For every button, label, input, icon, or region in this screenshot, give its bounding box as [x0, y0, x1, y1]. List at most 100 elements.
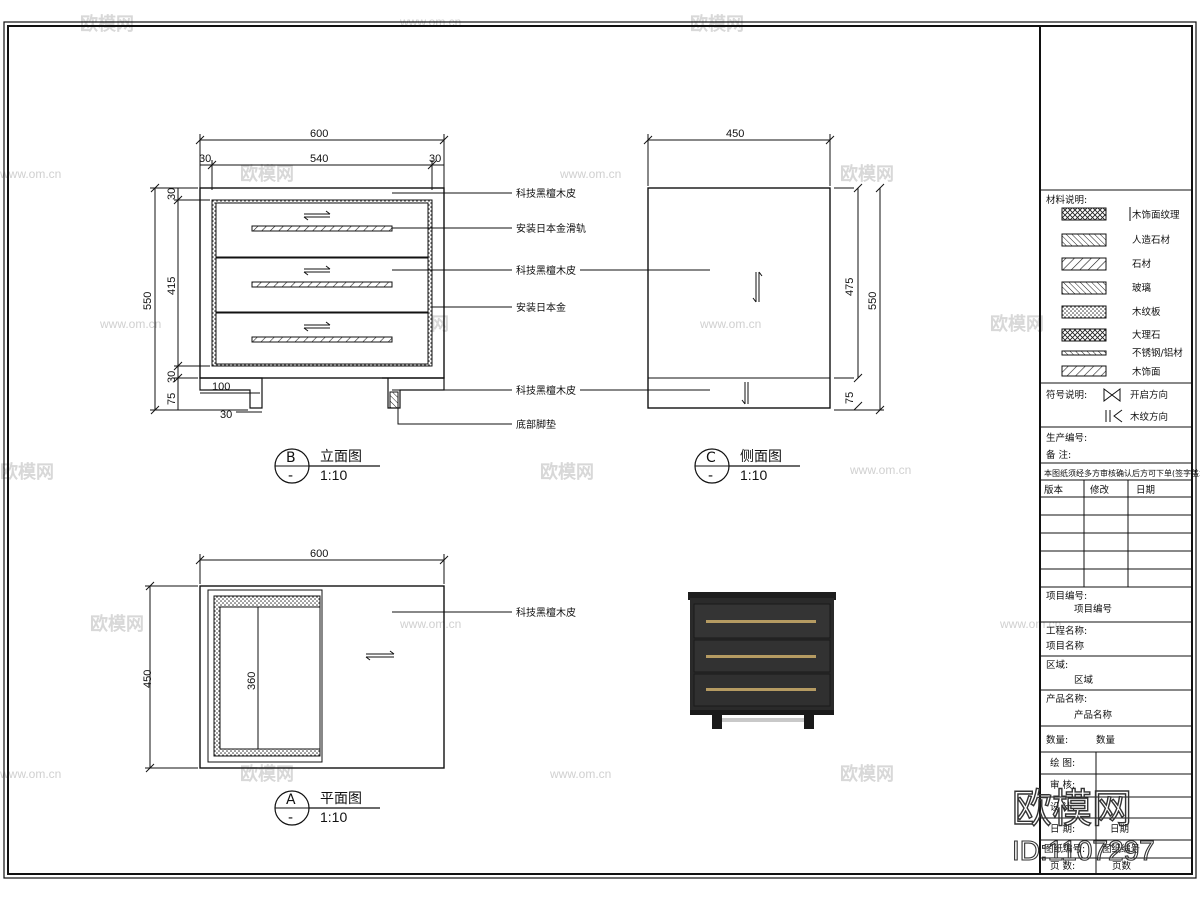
date-label: 日 期:	[1050, 824, 1075, 835]
label-panel-front: 科技黑檀木皮	[516, 264, 576, 277]
watermark-brand: 欧模网	[690, 13, 744, 35]
label-panel-base: 科技黑檀木皮	[516, 384, 576, 397]
material-item: 不锈钢/铝材	[1132, 347, 1183, 359]
watermark-url: www.om.cn	[99, 317, 161, 331]
dim-plan-inner: 360	[246, 672, 258, 690]
material-item: 木饰面纹理	[1132, 209, 1180, 221]
rev-header: 日期	[1136, 485, 1155, 496]
area-label: 区域:	[1046, 659, 1068, 671]
dim-elev-leg-offset: 30	[220, 409, 232, 421]
outer-border	[3, 21, 1197, 879]
product: 产品名称	[1074, 709, 1113, 721]
dim-elev-side-right: 30	[429, 153, 441, 165]
watermark-url: www.om.cn	[849, 463, 911, 477]
area: 区域	[1074, 674, 1094, 686]
watermark-brand: 欧模网	[840, 163, 894, 185]
elevation-view	[150, 134, 512, 425]
design-label: 设 计:	[1050, 801, 1075, 813]
dim-side-height: 550	[867, 292, 879, 310]
project-no-label: 项目编号:	[1046, 590, 1087, 602]
drawing-no: 图纸编号	[1102, 843, 1140, 855]
view-title-elevation: B - 立面图 1:10	[274, 448, 380, 484]
label-panel-top: 科技黑檀木皮	[516, 187, 576, 200]
symbol-item: 木纹方向	[1130, 411, 1168, 423]
view-scale: 1:10	[320, 809, 347, 825]
view-sub: -	[708, 468, 713, 484]
watermark-brand: 欧模网	[990, 313, 1044, 335]
project-name-label: 工程名称:	[1046, 625, 1087, 637]
view-letter: A	[286, 792, 296, 808]
review-label: 审 核:	[1050, 779, 1075, 791]
view-title-plan: A - 平面图 1:10	[274, 790, 380, 826]
view-scale: 1:10	[320, 467, 347, 483]
product-label: 产品名称:	[1046, 693, 1087, 705]
page-label: 页 数:	[1050, 860, 1075, 872]
dim-elev-width: 600	[310, 128, 328, 140]
watermark-url: www.om.cn	[699, 317, 761, 331]
rev-header: 修改	[1090, 484, 1110, 496]
product-render	[688, 592, 836, 729]
watermark-url: www.om.cn	[559, 167, 621, 181]
qty: 数量	[1096, 734, 1116, 746]
watermark-brand: 欧模网	[840, 763, 894, 785]
side-dimensions: 450 550 475 75	[726, 128, 879, 404]
material-item: 玻璃	[1132, 282, 1151, 294]
plan-view	[145, 554, 512, 773]
project-name: 项目名称	[1046, 640, 1085, 652]
watermark-brand: 欧模网	[240, 163, 294, 185]
drawn-label: 绘 图:	[1050, 757, 1075, 769]
stamp-watermark: 欧模网 ID:1107297	[1011, 785, 1155, 866]
project-no: 项目编号	[1074, 603, 1112, 615]
dim-elev-bottom-board: 30	[166, 371, 178, 383]
elevation-dimensions: 600 540 30 30 550 415 30 30 75 100 30 科技…	[142, 128, 586, 431]
watermark-url: www.om.cn	[999, 617, 1061, 631]
view-name: 立面图	[320, 449, 362, 465]
inner-border	[7, 25, 1193, 875]
label-hardware: 安装日本金	[516, 301, 566, 314]
stamp-brand: 欧模网	[1012, 786, 1132, 832]
view-sub: -	[288, 810, 293, 826]
materials-title: 材料说明:	[1046, 194, 1087, 206]
dim-elev-leg-width: 100	[212, 381, 230, 393]
dim-side-width: 450	[726, 128, 744, 140]
watermark-url: www.om.cn	[399, 617, 461, 631]
symbols-title: 符号说明:	[1046, 389, 1087, 401]
material-item: 大理石	[1132, 329, 1161, 341]
revision-note: 本图纸须经多方审核确认后方可下单(签字盖章)	[1044, 468, 1200, 478]
watermark-brand: 欧模网	[80, 13, 134, 35]
material-item: 人造石材	[1132, 234, 1171, 246]
material-item: 木纹板	[1132, 306, 1161, 318]
view-letter: B	[286, 450, 296, 466]
date: 日期	[1110, 824, 1129, 835]
label-slide: 安装日本金滑轨	[516, 222, 586, 235]
drawing-no-label: 图纸编号:	[1044, 843, 1085, 855]
dim-plan-width: 600	[310, 548, 328, 560]
view-name: 平面图	[320, 791, 362, 807]
view-letter: C	[706, 450, 716, 466]
dim-elev-side-left: 30	[199, 153, 211, 165]
dim-elev-inner-height: 415	[166, 277, 178, 295]
watermark-url: www.om.cn	[0, 767, 61, 781]
remark: 备 注:	[1046, 449, 1071, 461]
titleblock	[1040, 189, 1192, 874]
watermark-url: www.om.cn	[549, 767, 611, 781]
watermark-url: www.om.cn	[0, 167, 61, 181]
material-item: 木饰面	[1132, 366, 1161, 378]
dim-elev-leg: 75	[166, 393, 178, 405]
watermark-brand: 欧模网	[90, 613, 144, 635]
view-title-side: C - 侧面图 1:10	[694, 448, 800, 484]
rev-header: 版本	[1044, 484, 1064, 496]
page: 页数	[1112, 860, 1132, 872]
watermark-brand: 欧模网	[0, 461, 54, 483]
view-name: 侧面图	[740, 449, 782, 465]
view-scale: 1:10	[740, 467, 767, 483]
dim-side-leg: 75	[844, 392, 856, 404]
watermark-layer: 欧模网 欧模网 www.om.cn 欧模网 欧模网 www.om.cn www.…	[0, 13, 1061, 785]
symbol-item: 开启方向	[1130, 389, 1168, 401]
dim-elev-height: 550	[142, 292, 154, 310]
watermark-brand: 欧模网	[240, 763, 294, 785]
dim-elev-top-board: 30	[166, 188, 178, 200]
side-view	[580, 134, 885, 415]
view-sub: -	[288, 468, 293, 484]
